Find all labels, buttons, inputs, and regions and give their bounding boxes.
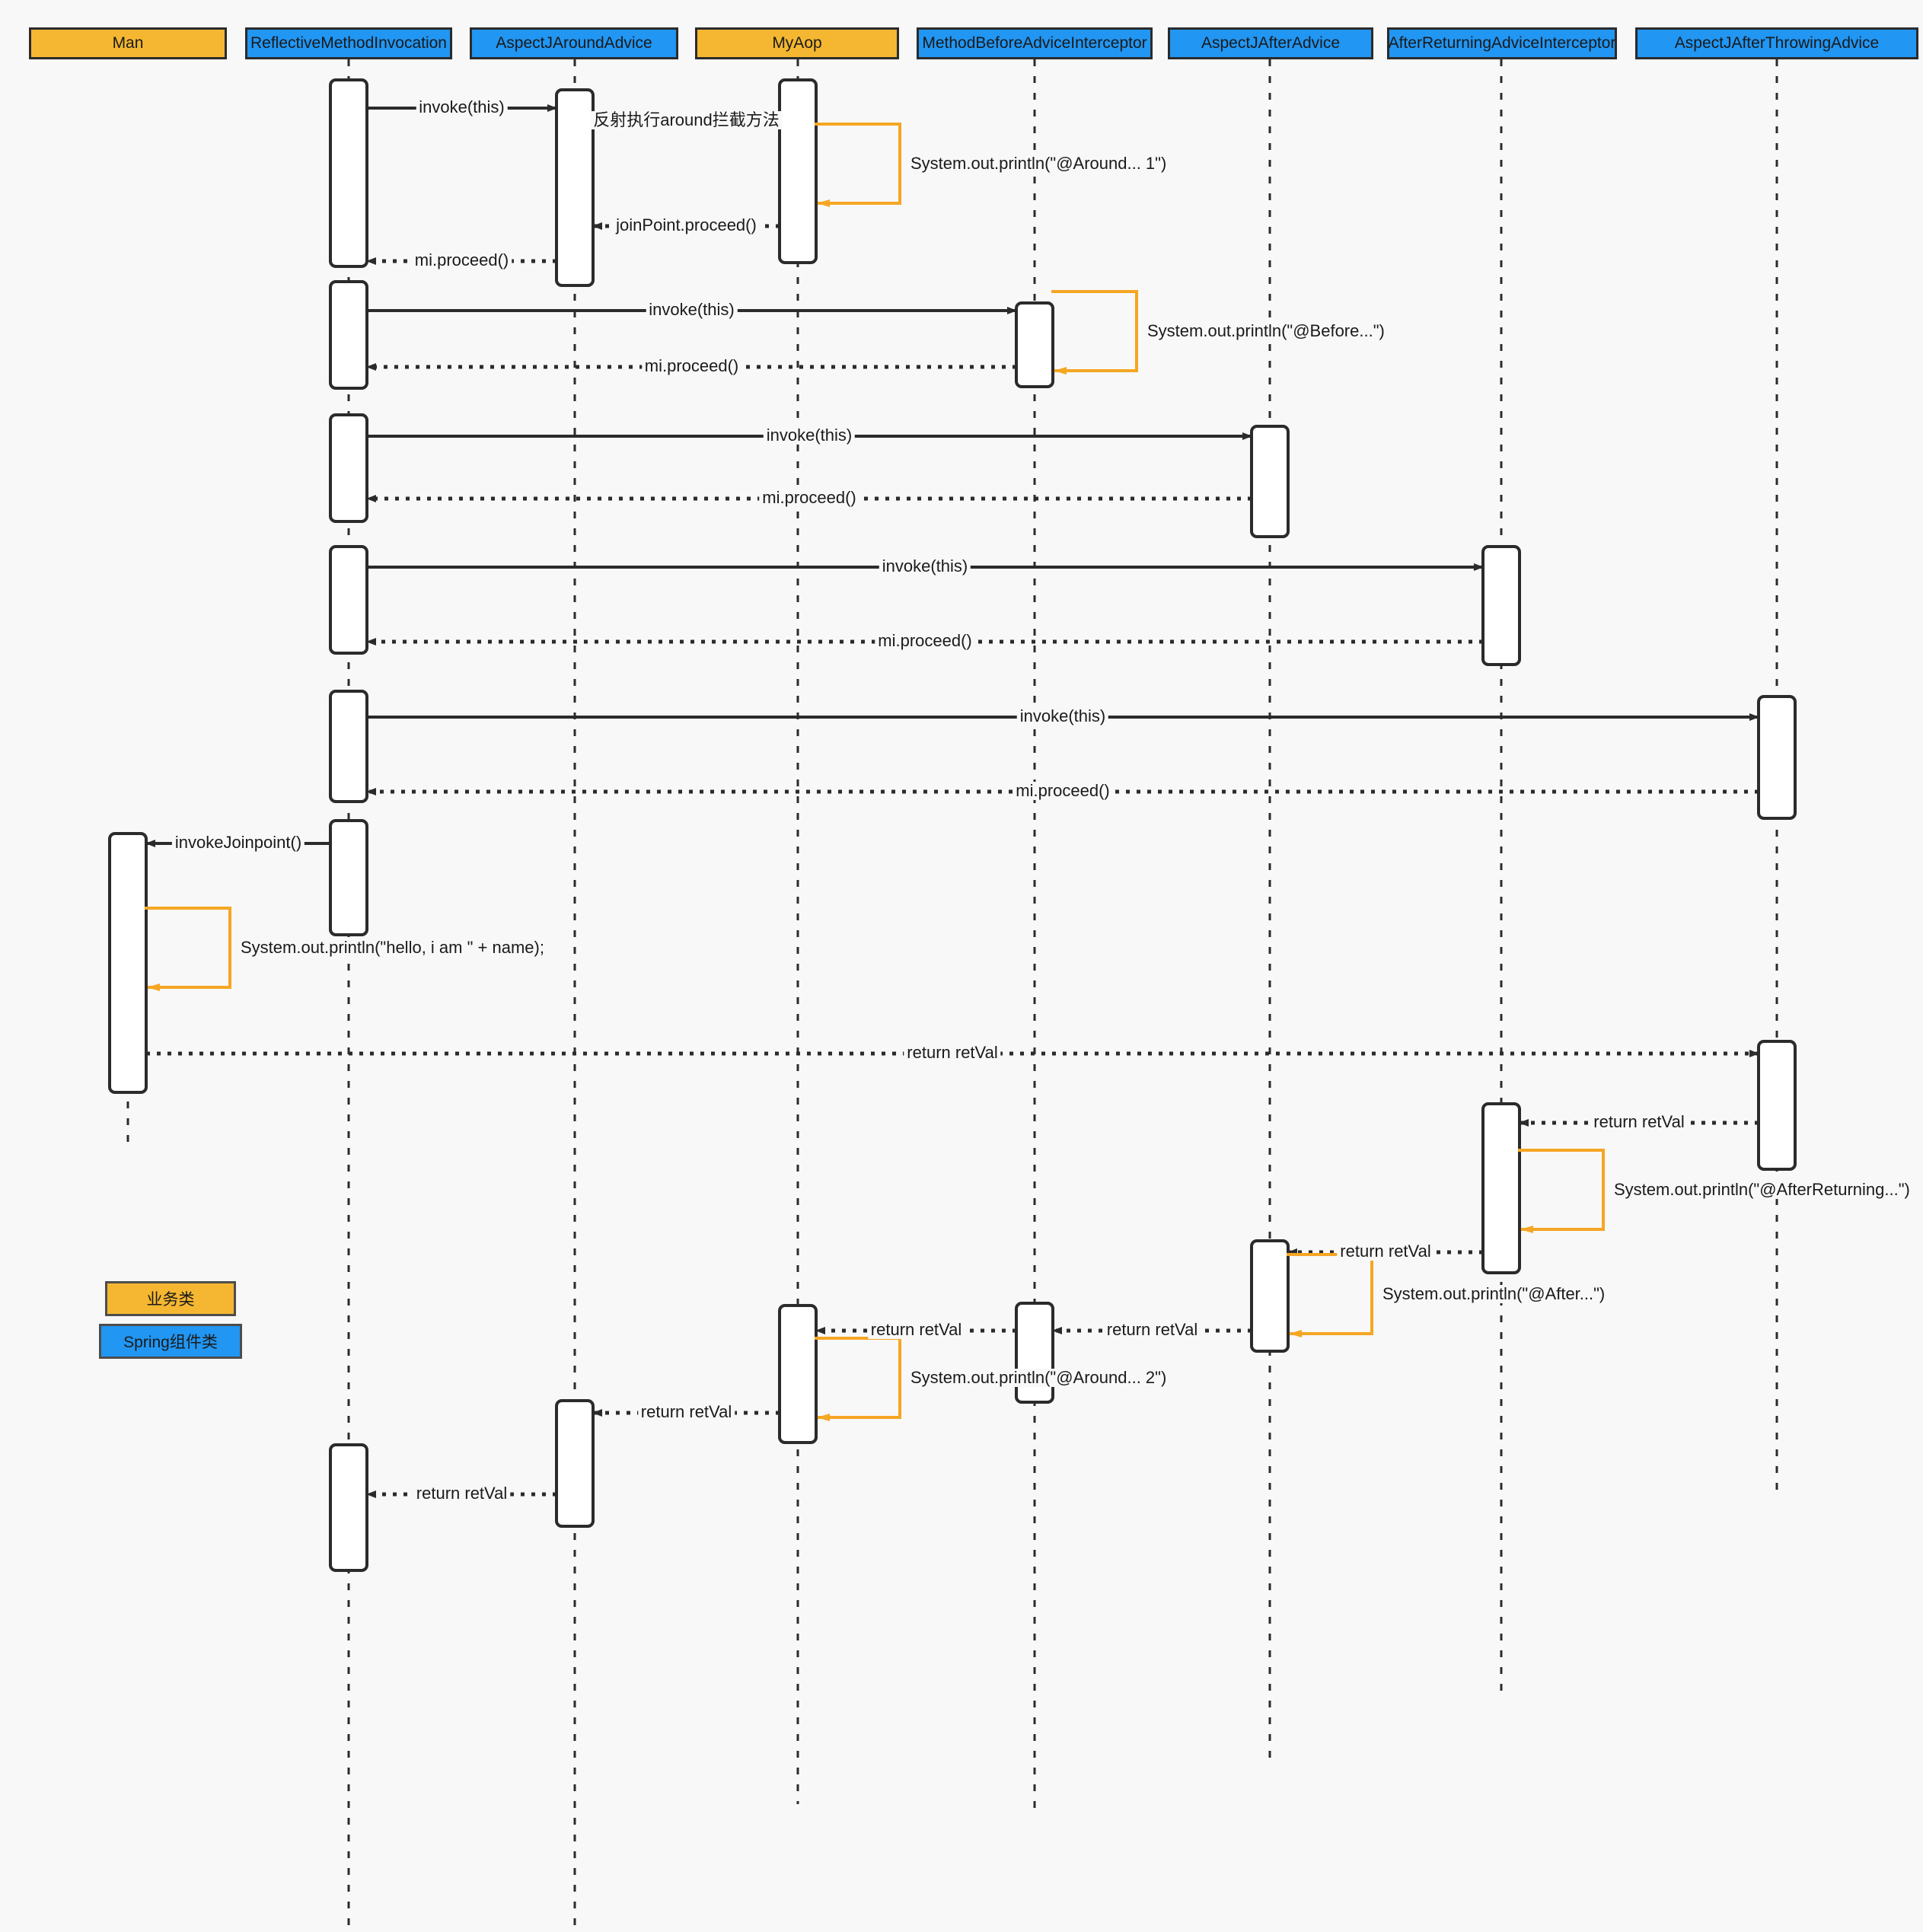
legend-item-spring: Spring组件类 (99, 1324, 242, 1359)
message-label: invoke(this) (646, 301, 738, 319)
lifeline-header-aspectjafterthrowingadvice[interactable]: AspectJAfterThrowingAdvice (1635, 27, 1918, 59)
legend-item-business: 业务类 (105, 1281, 236, 1316)
legend-item-label: Spring组件类 (123, 1334, 218, 1351)
activation-box (1250, 425, 1290, 538)
activation-box (778, 1304, 818, 1444)
self-call-arrow (815, 1337, 901, 1421)
activation-box (555, 1399, 595, 1528)
message-label: return retVal (1337, 1242, 1434, 1261)
message-label: return retVal (1103, 1321, 1201, 1339)
activation-box (329, 1443, 368, 1572)
lifeline-header-label: ReflectiveMethodInvocation (250, 34, 447, 53)
message-label: 反射执行around拦截方法 (590, 111, 783, 129)
message-label: return retVal (1590, 1113, 1688, 1131)
message-label: mi.proceed() (641, 357, 742, 375)
activation-box (778, 78, 818, 264)
lifeline-header-aspectjafteradvice[interactable]: AspectJAfterAdvice (1168, 27, 1373, 59)
activation-box (555, 88, 595, 287)
message-label: invoke(this) (416, 98, 508, 116)
self-call-arrow (1287, 1253, 1373, 1337)
activation-box (1757, 1040, 1797, 1171)
message-label: invoke(this) (879, 557, 971, 575)
activation-box (1015, 301, 1054, 388)
lifeline-header-label: AfterReturningAdviceInterceptor (1388, 34, 1616, 53)
lifeline-header-man[interactable]: Man (29, 27, 227, 59)
activation-box (329, 413, 368, 523)
message-label: invoke(this) (763, 426, 856, 445)
self-call-arrow (1518, 1149, 1605, 1233)
lifeline-header-label: Man (112, 34, 144, 53)
lifeline-header-afterreturningadviceinterceptor[interactable]: AfterReturningAdviceInterceptor (1387, 27, 1617, 59)
activation-box (329, 690, 368, 803)
activation-box (329, 819, 368, 936)
lifeline-header-aspectjaroundadvice[interactable]: AspectJAroundAdvice (470, 27, 678, 59)
message-label: return retVal (637, 1403, 735, 1421)
activation-box (329, 280, 368, 390)
activations-layer (108, 78, 1797, 1572)
activation-box (1015, 1302, 1054, 1404)
message-label-self: System.out.println("@Before...") (1144, 322, 1388, 340)
lifeline-header-label: MyAop (772, 34, 822, 53)
message-label-self: System.out.println("@Around... 1") (907, 155, 1170, 173)
activation-box (1250, 1239, 1290, 1353)
message-label: mi.proceed() (875, 632, 975, 650)
activation-box (1757, 695, 1797, 820)
lifeline-header-label: AspectJAroundAdvice (496, 34, 652, 53)
lifeline-header-reflectivemethodinvocation[interactable]: ReflectiveMethodInvocation (245, 27, 452, 59)
message-label: return retVal (867, 1321, 965, 1339)
message-label-self: System.out.println("hello, i am " + name… (238, 939, 547, 957)
message-label: mi.proceed() (1013, 782, 1113, 800)
message-label: return retVal (904, 1044, 1001, 1062)
lifeline-header-label: AspectJAfterAdvice (1201, 34, 1341, 53)
message-label-self: System.out.println("@Around... 2") (907, 1369, 1170, 1387)
message-label: invokeJoinpoint() (171, 834, 305, 852)
self-call-arrow (1051, 290, 1138, 375)
message-label: joinPoint.proceed() (613, 216, 760, 234)
message-label-self: System.out.println("@After...") (1379, 1285, 1609, 1303)
lifeline-header-label: AspectJAfterThrowingAdvice (1674, 34, 1880, 53)
message-label: return retVal (413, 1484, 511, 1503)
activation-box (329, 545, 368, 655)
lifeline-header-myaop[interactable]: MyAop (695, 27, 899, 59)
self-call-arrow (815, 123, 901, 207)
lifeline-header-label: MethodBeforeAdviceInterceptor (922, 34, 1147, 53)
self-call-arrow (145, 907, 231, 991)
activation-box (329, 78, 368, 268)
message-label: mi.proceed() (759, 489, 859, 507)
message-label: invoke(this) (1016, 707, 1109, 725)
activation-box (108, 832, 148, 1094)
message-label-self: System.out.println("@AfterReturning...") (1611, 1181, 1913, 1199)
message-label: mi.proceed() (411, 251, 512, 269)
lifeline-header-methodbeforeadviceinterceptor[interactable]: MethodBeforeAdviceInterceptor (917, 27, 1153, 59)
activation-box (1481, 1102, 1521, 1274)
activation-box (1481, 545, 1521, 666)
legend-item-label: 业务类 (146, 1291, 195, 1309)
lifelines-layer (126, 59, 1778, 1932)
